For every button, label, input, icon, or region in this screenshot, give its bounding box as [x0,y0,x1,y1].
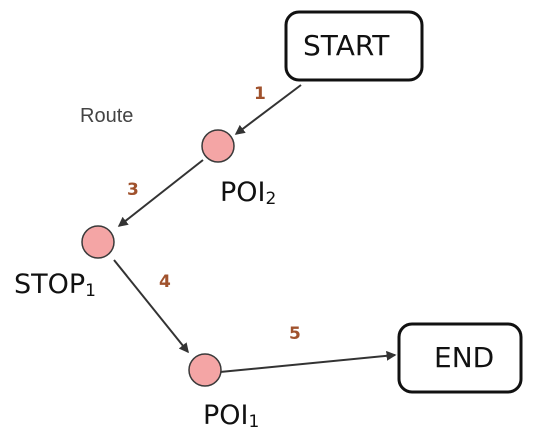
step-number-5: 5 [289,324,301,344]
stop1-label: STOP1 [14,271,96,300]
end-label: END [434,341,495,374]
arrow-stop1-to-poi1 [113,259,189,354]
poi1-label: POI1 [203,402,259,431]
start-box [284,10,424,82]
stop1-name: STOP [14,269,86,300]
node-stop1 [81,225,115,259]
stop1-subscript: 1 [85,281,96,301]
arrow-start-to-poi2 [234,84,302,135]
step-number-4: 4 [159,272,171,292]
arrow-poi1-to-end [219,350,397,373]
poi2-subscript: 2 [265,189,277,209]
arrow-poi2-to-stop1 [117,159,204,227]
start-label: START [303,29,390,62]
poi2-name: POI [220,177,266,208]
poi1-name: POI [203,400,249,431]
poi1-subscript: 1 [248,412,260,432]
node-poi1 [188,353,222,387]
poi2-label: POI2 [220,179,276,208]
step-number-1: 1 [254,84,266,104]
step-number-3: 3 [127,180,139,200]
route-label: Route [80,105,134,127]
end-box [397,322,523,394]
node-poi2 [201,129,235,163]
